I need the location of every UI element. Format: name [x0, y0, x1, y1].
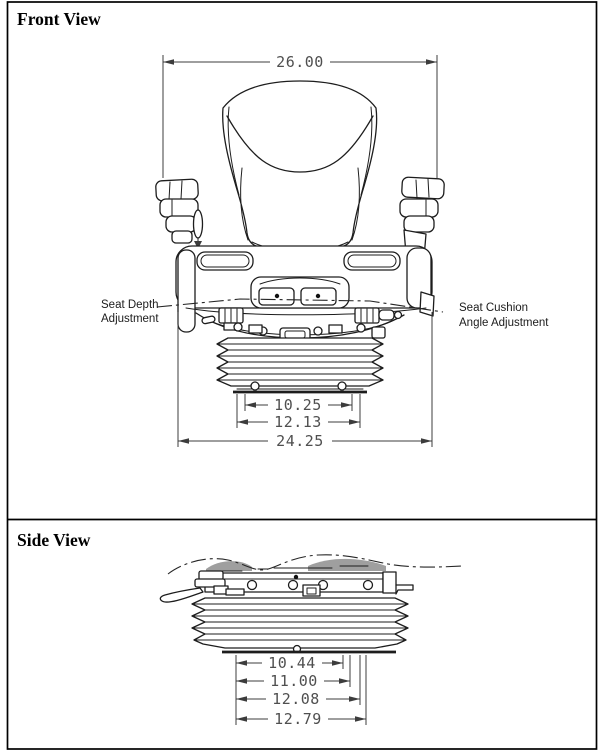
dim-side-2-value: 11.00	[270, 672, 318, 690]
callout-cushion-angle: Seat Cushion Angle Adjustment	[459, 302, 549, 329]
dimension-side-3: 12.08	[236, 655, 361, 708]
dimension-cushion-width: 24.25	[177, 312, 433, 450]
seat-backrest	[222, 80, 378, 257]
dimension-side-4: 12.79	[236, 655, 367, 728]
dim-base-inner-value: 10.25	[274, 396, 322, 414]
seat-depth-label-line1: Seat Depth	[101, 299, 159, 311]
cushion-end-left	[177, 249, 196, 333]
front-view-section: Front View 26.00	[17, 9, 549, 450]
bellows-side	[191, 597, 409, 649]
dim-side-1-value: 10.44	[268, 654, 316, 672]
cushion-angle-label-line2: Angle Adjustment	[459, 317, 549, 329]
page-border	[6, 1, 598, 750]
suspension-mechanism	[195, 307, 405, 341]
cushion-front-pad	[250, 276, 350, 309]
callout-seat-depth: Seat Depth Adjustment	[101, 299, 159, 325]
backrest-piping-right	[360, 106, 373, 196]
rail-end-bracket	[382, 571, 397, 594]
dim-overall-width-value: 26.00	[276, 53, 324, 71]
armrest-left	[155, 178, 204, 249]
dimension-side-1: 10.44	[235, 654, 344, 725]
cushion-angle-label-line1: Seat Cushion	[459, 302, 528, 314]
cushion-angle-adjuster	[354, 307, 403, 324]
side-view-section: Side View	[17, 530, 464, 728]
cushion-recess-right	[343, 251, 401, 271]
seat-depth-label-line2: Adjustment	[101, 313, 159, 325]
front-view-title: Front View	[17, 9, 101, 29]
dim-side-4-value: 12.79	[274, 710, 322, 728]
bellows-front	[216, 337, 384, 387]
recline-lever	[192, 209, 204, 249]
dim-side-3-value: 12.08	[272, 690, 320, 708]
dim-base-outer-value: 12.13	[274, 413, 322, 431]
base-plate-side	[222, 644, 396, 654]
seat-depth-adjuster	[218, 307, 244, 331]
base-plate-front	[233, 381, 367, 394]
side-view-title: Side View	[17, 530, 91, 550]
armrest-right	[399, 176, 445, 259]
dimension-overall-width: 26.00	[162, 53, 438, 178]
adjustment-lever	[159, 587, 204, 603]
dimension-base-outer-width: 12.13	[236, 394, 361, 431]
side-rail-assembly	[159, 565, 414, 603]
backrest-piping-left	[227, 106, 240, 196]
cushion-recess-left	[196, 251, 254, 271]
dimension-side-2: 11.00	[236, 655, 351, 690]
dimension-base-inner-width: 10.25	[244, 394, 353, 414]
headrest-seam	[226, 115, 374, 173]
dim-cushion-width-value: 24.25	[276, 432, 324, 450]
